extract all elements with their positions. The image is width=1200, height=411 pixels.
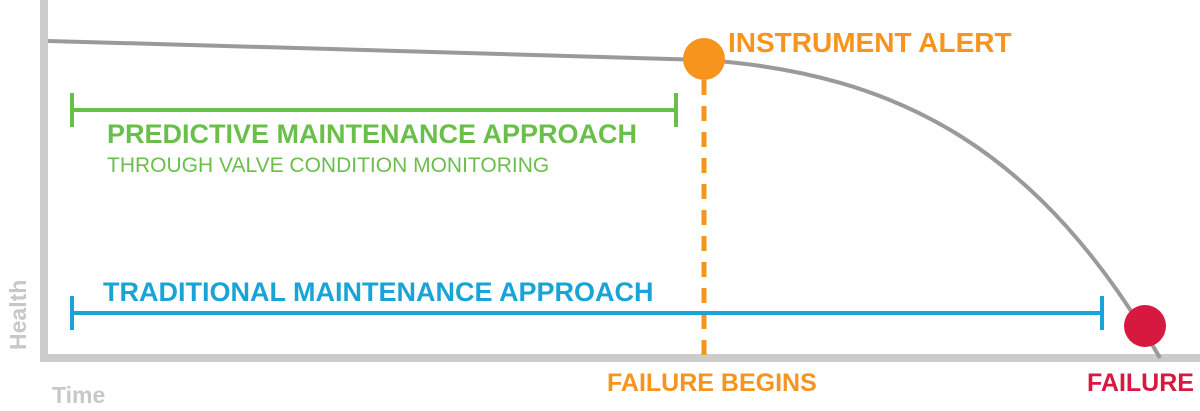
traditional-approach-span — [70, 296, 1104, 330]
instrument-alert-label: INSTRUMENT ALERT — [728, 27, 1012, 58]
failure-begins-label: FAILURE BEGINS — [607, 369, 817, 397]
predictive-approach-title: PREDICTIVE MAINTENANCE APPROACH — [107, 119, 637, 149]
predictive-approach-subtitle: THROUGH VALVE CONDITION MONITORING — [107, 154, 549, 177]
axes — [40, 0, 1200, 362]
y-axis-label: Health — [5, 280, 31, 350]
health-curve — [47, 39, 1162, 360]
instrument-alert-point — [683, 38, 725, 80]
x-axis-label: Time — [52, 382, 105, 408]
failure-label: FAILURE — [1087, 369, 1194, 397]
predictive-approach-span — [70, 93, 678, 127]
traditional-approach-title: TRADITIONAL MAINTENANCE APPROACH — [103, 277, 654, 307]
failure-point — [1124, 305, 1166, 347]
